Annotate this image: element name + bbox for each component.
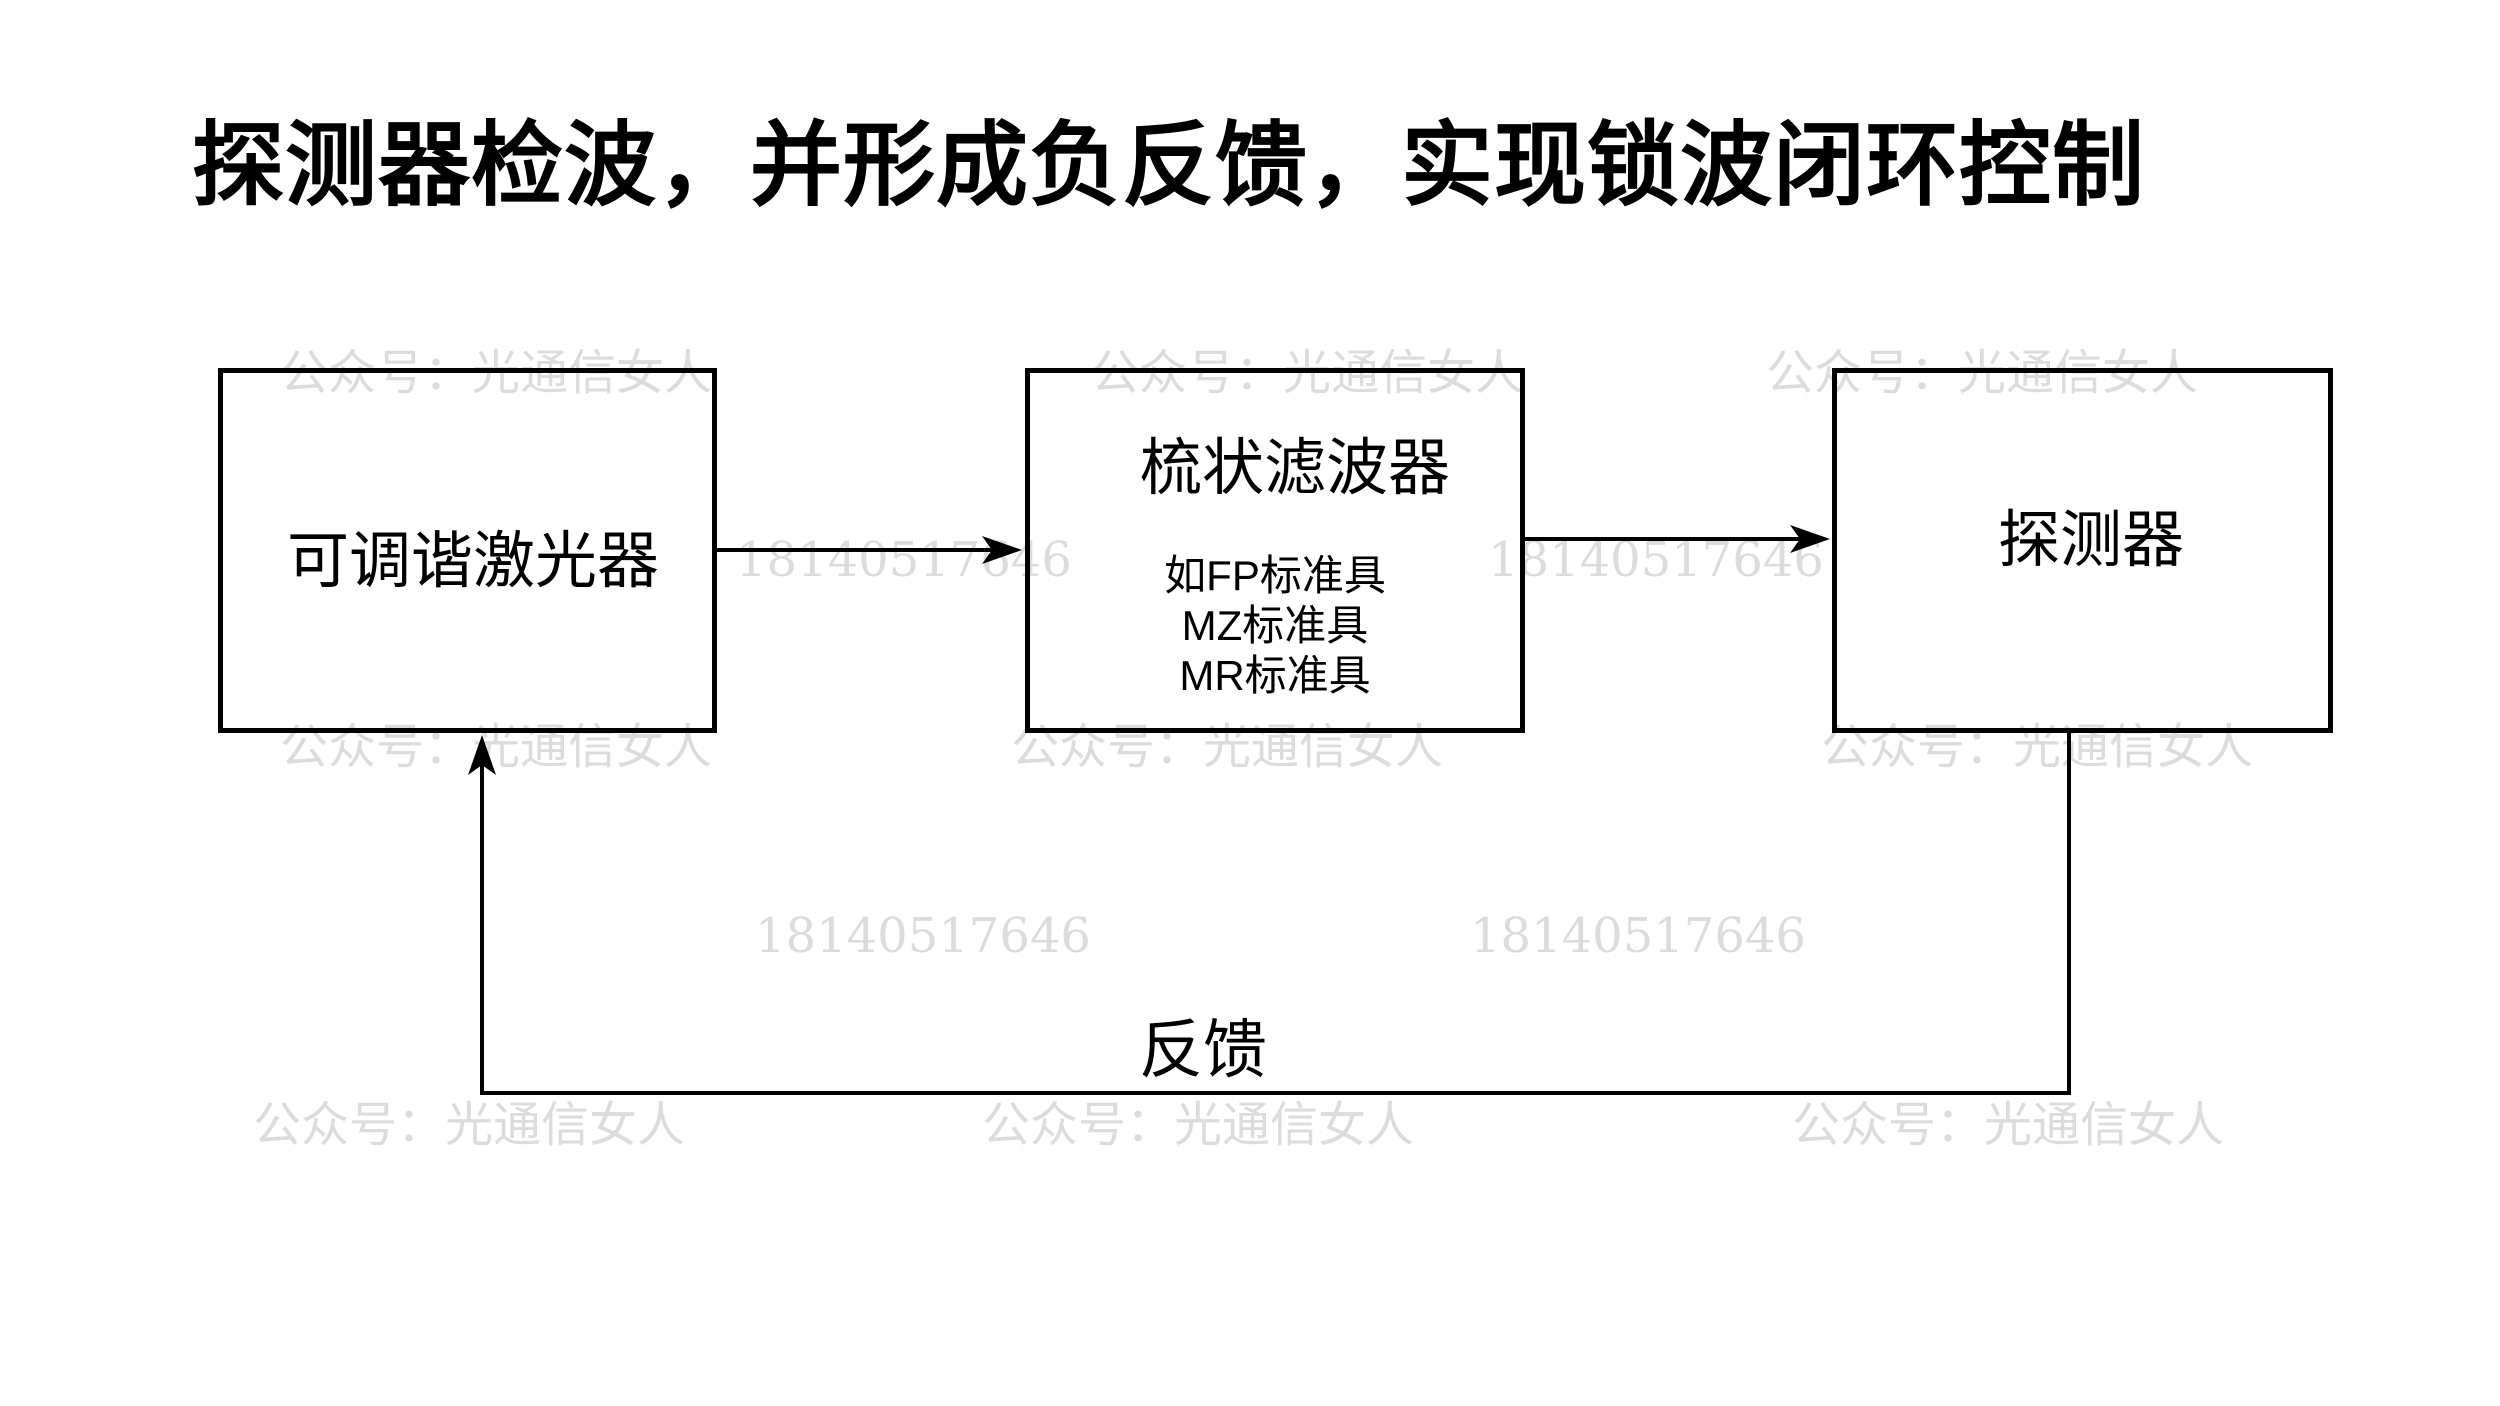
feedback-line: [480, 733, 2071, 1095]
arrow-laser-to-filter: [717, 536, 1022, 564]
comb-filter-examples: 如FP标准具 MZ标准具 MR标准具: [1164, 551, 1386, 701]
block-comb-filter-label: 梳状滤波器: [1139, 434, 1451, 503]
comb-filter-example: 如FP标准具: [1164, 552, 1386, 599]
comb-filter-example: MR标准具: [1179, 652, 1371, 699]
watermark-account: 公众号：光通信女人: [253, 1097, 686, 1153]
arrow-filter-to-detector: [1525, 525, 1830, 553]
arrow-head: [1790, 525, 1830, 553]
watermark-account: 公众号：光通信女人: [1766, 345, 2199, 401]
watermark-account: 公众号：光通信女人: [280, 345, 713, 401]
page-title: 探测器检波，并形成负反馈，实现锁波闭环控制: [192, 115, 2146, 217]
watermark-phone: 18140517646: [736, 532, 1072, 588]
feedback-label: 反馈: [1139, 1014, 1267, 1086]
watermark-phone: 18140517646: [1488, 532, 1824, 588]
block-tunable-laser: 可调谐激光器: [218, 368, 717, 733]
block-detector: 探测器: [1832, 368, 2333, 733]
block-detector-label: 探测器: [1997, 506, 2185, 575]
watermark-account: 公众号：光通信女人: [1792, 1097, 2225, 1153]
block-tunable-laser-label: 可调谐激光器: [286, 527, 660, 596]
watermark-phone: 18140517646: [1470, 908, 1806, 964]
feedback-arrow-head: [468, 735, 496, 775]
block-comb-filter: 梳状滤波器 如FP标准具 MZ标准具 MR标准具: [1025, 368, 1525, 733]
comb-filter-example: MZ标准具: [1181, 602, 1369, 649]
arrow-head: [982, 536, 1022, 564]
watermark-account: 公众号：光通信女人: [982, 1097, 1415, 1153]
watermark-phone: 18140517646: [755, 908, 1091, 964]
watermark-account: 公众号：光通信女人: [1091, 345, 1524, 401]
feedback-loop: [468, 733, 2071, 1095]
